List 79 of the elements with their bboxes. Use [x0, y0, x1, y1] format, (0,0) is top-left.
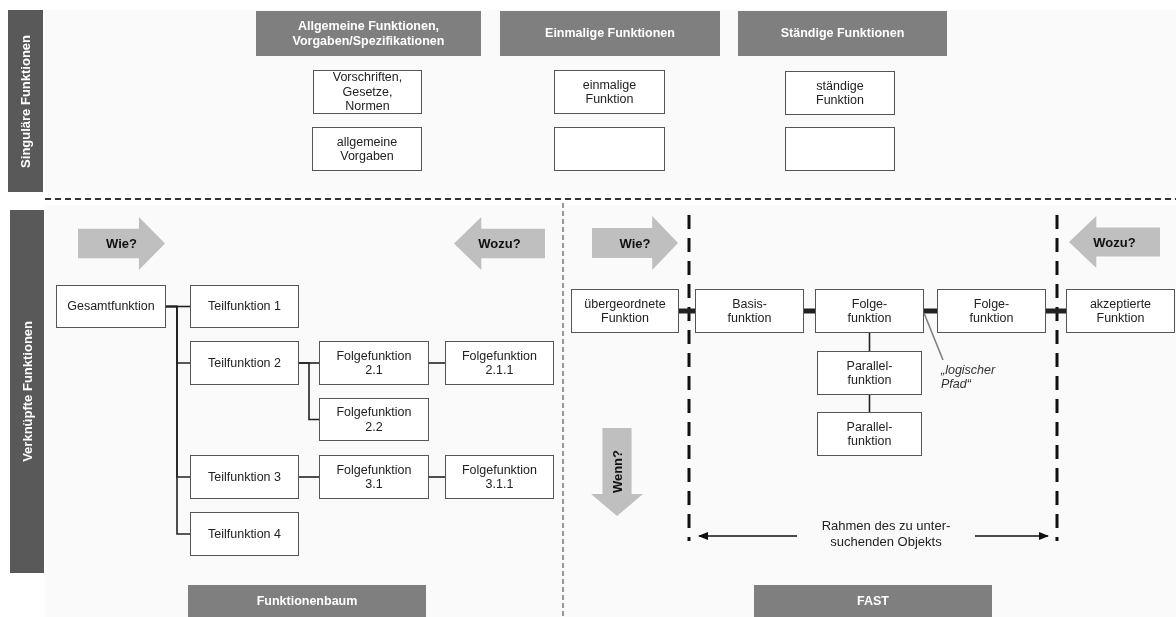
function-label: Folgefunktion 3.1.1 — [460, 462, 539, 492]
question-label: Wozu? — [1093, 234, 1136, 250]
function-box — [319, 341, 429, 385]
header-bar — [500, 11, 720, 56]
side-band — [8, 10, 43, 192]
function-box — [190, 455, 299, 499]
function-box — [319, 398, 429, 441]
header-bar — [256, 11, 481, 56]
function-label: Gesamtfunktion — [67, 299, 155, 314]
logical-path-line — [1046, 308, 1066, 314]
function-label: akzeptierte Funktion — [1088, 296, 1153, 326]
question-label: Wie? — [619, 235, 651, 251]
function-box — [319, 455, 429, 499]
function-box — [815, 289, 924, 333]
question-label: Wie? — [106, 236, 137, 251]
band-label: Verknüpfte Funktionen — [19, 321, 35, 462]
left-arrow-shape — [454, 217, 545, 270]
function-label: Folge- funktion — [846, 296, 893, 326]
connector-line — [428, 476, 446, 478]
function-label: einmalige Funktion — [581, 77, 638, 107]
footer-label: Funktionenbaum — [256, 593, 358, 609]
function-label: Basis- funktion — [726, 296, 773, 326]
annotation-label: „logischer Pfad“ — [941, 363, 997, 391]
function-label: Parallel- funktion — [845, 419, 894, 449]
function-label: ständige Funktion — [815, 78, 865, 108]
function-box — [937, 289, 1046, 333]
empty-function-box — [785, 127, 895, 171]
header-label: Allgemeine Funktionen, Vorgaben/Spezifikationen — [291, 18, 446, 49]
function-box — [571, 289, 679, 333]
function-box — [817, 351, 922, 395]
function-box — [190, 285, 299, 328]
right-arrow-shape — [592, 216, 678, 270]
function-box — [695, 289, 804, 333]
connector-line — [298, 362, 320, 421]
function-label: Teilfunktion 4 — [208, 526, 281, 542]
header-label: Einmalige Funktionen — [545, 26, 675, 41]
connector-line — [165, 305, 191, 535]
function-label: Teilfunktion 2 — [208, 355, 281, 371]
function-box — [445, 341, 554, 385]
function-label: Folgefunktion 2.1 — [335, 348, 413, 378]
header-label: Ständige Funktionen — [780, 26, 905, 41]
question-label: Wozu? — [478, 236, 521, 251]
connector-line — [298, 476, 320, 478]
function-label: allgemeine Vorgaben — [335, 134, 399, 164]
logical-path-line — [679, 308, 695, 314]
function-box — [312, 127, 422, 171]
function-label: Folgefunktion 2.1.1 — [460, 348, 539, 378]
function-label: Teilfunktion 1 — [208, 299, 281, 314]
function-label: übergeordnete Funktion — [583, 296, 667, 326]
right-arrow-shape — [78, 217, 165, 270]
function-box — [785, 71, 895, 115]
function-box — [1066, 289, 1175, 333]
function-label: Parallel- funktion — [845, 358, 894, 388]
function-box — [817, 412, 922, 456]
function-label: Folge- funktion — [968, 296, 1015, 326]
logical-path-line — [804, 308, 815, 314]
leader-line — [923, 312, 944, 361]
left-arrow-shape — [1069, 216, 1160, 268]
function-box — [190, 512, 299, 556]
question-label: Wenn? — [609, 450, 625, 494]
function-box — [445, 455, 554, 499]
down-arrow-shape — [591, 428, 643, 516]
logical-path-line — [924, 308, 937, 314]
footer-bar — [188, 585, 426, 617]
function-label: Vorschriften, Gesetze, Normen — [331, 70, 404, 114]
function-box — [554, 70, 665, 114]
function-box — [56, 285, 166, 328]
band-label: Singuläre Funktionen — [18, 34, 33, 168]
side-band — [10, 210, 44, 573]
connector-line — [428, 362, 446, 364]
function-box — [190, 341, 299, 385]
function-label: Folgefunktion 3.1 — [335, 462, 413, 492]
function-label: Folgefunktion 2.2 — [335, 405, 413, 434]
header-bar — [738, 11, 947, 56]
function-box — [313, 70, 422, 114]
footer-label: FAST — [857, 593, 889, 609]
function-label: Teilfunktion 3 — [208, 469, 281, 485]
footer-bar — [754, 585, 992, 617]
empty-function-box — [554, 127, 665, 171]
